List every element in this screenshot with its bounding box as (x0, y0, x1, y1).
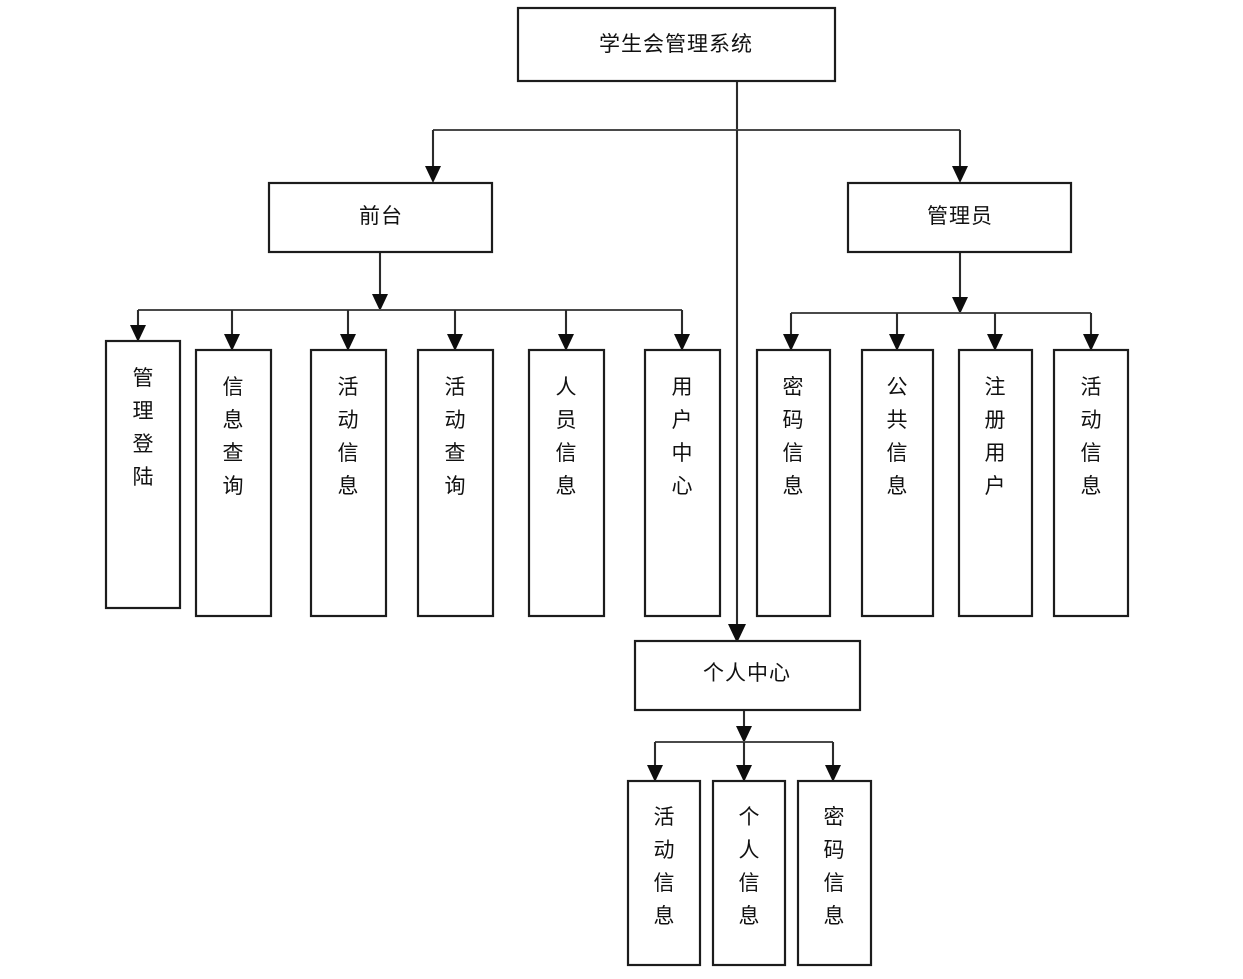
node-admin[interactable]: 管理员 (846, 181, 1073, 254)
arrow-root-to-frontdesk (425, 166, 441, 183)
node-admin-box[interactable] (846, 181, 1073, 254)
arrow-admin-child-2 (889, 334, 905, 351)
arrow-frontdesk-child-6 (674, 334, 690, 351)
node-fd-6-label: 用户中心 (672, 375, 693, 498)
node-frontdesk-child-5[interactable]: 人员信息 (527, 348, 606, 618)
arrow-personal-center-stem (736, 726, 752, 743)
node-frontdesk-box[interactable] (267, 181, 494, 254)
node-fd-3-label: 活动信息 (338, 375, 359, 498)
node-admin-child-3[interactable]: 注册用户 (957, 348, 1034, 618)
node-personal-center-box[interactable] (633, 639, 862, 712)
node-personal-center-child-3[interactable]: 密码信息 (796, 779, 873, 967)
arrow-admin-child-3 (987, 334, 1003, 351)
node-frontdesk-child-3[interactable]: 活动信息 (309, 348, 388, 618)
arrow-frontdesk-child-4 (447, 334, 463, 351)
node-fd-2-label: 信息查询 (223, 375, 244, 498)
arrow-pc-child-3 (825, 765, 841, 782)
node-frontdesk-label: 前台 (359, 204, 403, 228)
node-ad-2-label: 公共信息 (887, 375, 908, 498)
node-pc-2-label: 个人信息 (739, 805, 760, 928)
node-frontdesk-child-1[interactable]: 管理登陆 (104, 339, 182, 610)
arrow-admin-stem (952, 297, 968, 314)
arrow-frontdesk-child-1 (130, 325, 146, 342)
node-admin-child-1[interactable]: 密码信息 (755, 348, 832, 618)
node-ad-3-box[interactable] (957, 348, 1034, 618)
arrow-frontdesk-child-5 (558, 334, 574, 351)
arrow-frontdesk-stem (372, 294, 388, 311)
node-ad-1-label: 密码信息 (783, 375, 804, 498)
node-pc-2-box[interactable] (711, 779, 787, 967)
node-frontdesk[interactable]: 前台 (267, 181, 494, 254)
node-ad-1-box[interactable] (755, 348, 832, 618)
node-personal-center-child-1[interactable]: 活动信息 (626, 779, 702, 967)
node-root[interactable]: 学生会管理系统 (516, 6, 837, 83)
arrow-root-to-personal-center (728, 624, 746, 643)
arrow-admin-child-1 (783, 334, 799, 351)
node-root-box[interactable] (516, 6, 837, 83)
node-fd-5-label: 人员信息 (556, 375, 577, 498)
arrow-pc-child-1 (647, 765, 663, 782)
arrow-root-to-admin (952, 166, 968, 183)
node-fd-5-box[interactable] (527, 348, 606, 618)
node-fd-4-label: 活动查询 (445, 375, 466, 498)
arrow-frontdesk-child-3 (340, 334, 356, 351)
node-pc-3-label: 密码信息 (824, 805, 845, 928)
node-personal-center-child-2[interactable]: 个人信息 (711, 779, 787, 967)
node-fd-4-box[interactable] (416, 348, 495, 618)
node-admin-child-4[interactable]: 活动信息 (1052, 348, 1130, 618)
node-pc-3-box[interactable] (796, 779, 873, 967)
node-admin-label: 管理员 (927, 204, 993, 228)
node-ad-3-label: 注册用户 (985, 375, 1006, 498)
node-pc-1-label: 活动信息 (654, 805, 675, 928)
node-ad-4-label: 活动信息 (1081, 375, 1102, 498)
node-pc-1-box[interactable] (626, 779, 702, 967)
node-ad-4-box[interactable] (1052, 348, 1130, 618)
node-frontdesk-child-6[interactable]: 用户中心 (643, 348, 722, 618)
node-frontdesk-child-4[interactable]: 活动查询 (416, 348, 495, 618)
node-fd-6-box[interactable] (643, 348, 722, 618)
node-fd-1-label: 管理登陆 (133, 366, 154, 489)
arrow-frontdesk-child-2 (224, 334, 240, 351)
node-personal-center-label: 个人中心 (703, 661, 791, 685)
node-fd-3-box[interactable] (309, 348, 388, 618)
node-frontdesk-child-2[interactable]: 信息查询 (194, 348, 273, 618)
connector-layer (130, 81, 1099, 782)
node-fd-1-box[interactable] (104, 339, 182, 610)
node-admin-child-2[interactable]: 公共信息 (860, 348, 935, 618)
arrow-admin-child-4 (1083, 334, 1099, 351)
arrow-pc-child-2 (736, 765, 752, 782)
node-personal-center[interactable]: 个人中心 (633, 639, 862, 712)
node-fd-2-box[interactable] (194, 348, 273, 618)
node-ad-2-box[interactable] (860, 348, 935, 618)
node-root-label: 学生会管理系统 (599, 32, 753, 56)
